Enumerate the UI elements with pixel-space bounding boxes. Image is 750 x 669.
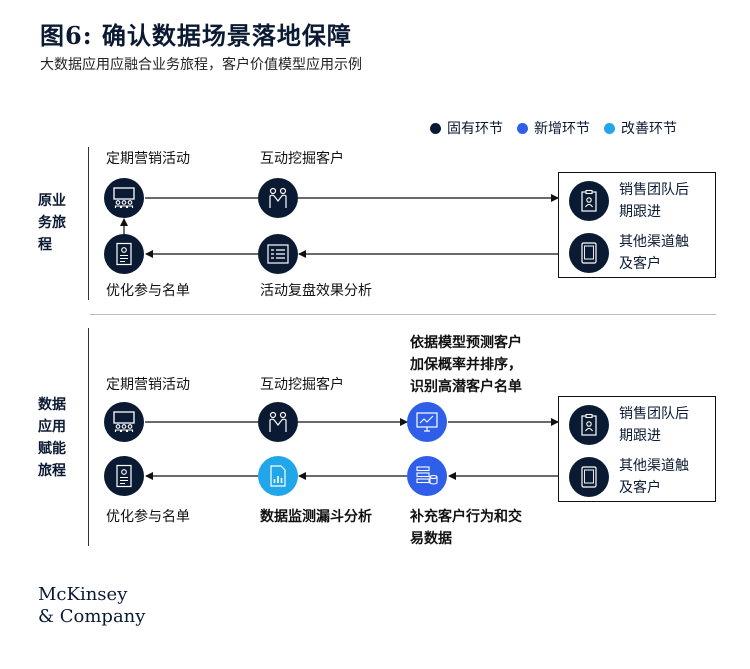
s2-optimize-node [104, 456, 144, 496]
tablet-icon [581, 242, 597, 264]
legend-item-inherent: 固有环节 [430, 118, 503, 138]
section2-label-line: 旅程 [38, 463, 66, 479]
s1-box-item-channels: 其他渠道触 及客户 [569, 231, 689, 275]
s1-review-label: 活动复盘效果分析 [260, 283, 372, 299]
s2-predict-line: 加保概率并排序， [410, 357, 522, 373]
section2-label: 数据 应用 赋能 旅程 [38, 394, 66, 482]
s1-box-channels-text: 其他渠道触 及客户 [619, 231, 689, 275]
legend-label-inherent: 固有环节 [447, 121, 503, 137]
s1-box-item-sales: 销售团队后 期跟进 [569, 179, 689, 223]
section2-label-line: 应用 [38, 419, 66, 435]
s1-marketing-node [104, 178, 144, 218]
bar-chart-document-icon [270, 465, 286, 487]
presentation-audience-icon [113, 411, 135, 432]
s1-review-node [258, 234, 298, 274]
monitor-chart-icon [416, 412, 438, 432]
s1-optimize-node [104, 234, 144, 274]
s2-box-channels-line: 其他渠道触 [619, 458, 689, 474]
s2-box-sales-line: 销售团队后 [619, 406, 689, 422]
s1-box-channels-line: 及客户 [619, 256, 661, 272]
s1-marketing-label: 定期营销活动 [106, 151, 190, 167]
s2-predict-node [407, 402, 447, 442]
presentation-audience-icon [113, 187, 135, 208]
legend-label-improved: 改善环节 [621, 121, 677, 137]
s1-mining-node [258, 178, 298, 218]
s2-predict-line: 识别高潜客户名单 [410, 379, 522, 395]
s2-mining-node [258, 402, 298, 442]
section2-rule [88, 328, 89, 546]
page-subtitle: 大数据应用应融合业务旅程，客户价值模型应用示例 [40, 57, 362, 73]
brand-line: McKinsey [38, 584, 128, 605]
section1-label-line: 原业 [38, 193, 66, 209]
legend-dot-inherent [430, 122, 441, 134]
s1-followup-box: 销售团队后 期跟进 其他渠道触 及客户 [558, 172, 716, 278]
clipboard-person-icon [581, 189, 597, 212]
s2-marketing-node [104, 402, 144, 442]
section1-label-line: 务旅 [38, 215, 66, 231]
s2-box-item-channels: 其他渠道触 及客户 [569, 455, 689, 499]
s2-box-sales-text: 销售团队后 期跟进 [619, 403, 689, 447]
s2-box-sales-node [569, 405, 609, 445]
s2-supplement-node [407, 456, 447, 496]
s2-mining-label: 互动挖掘客户 [260, 377, 344, 393]
section1-label-line: 程 [38, 237, 52, 253]
s2-box-channels-line: 及客户 [619, 480, 661, 496]
s2-funnel-node [258, 456, 298, 496]
section-divider [90, 314, 716, 315]
mckinsey-logo: McKinsey & Company [38, 584, 145, 628]
s1-box-sales-line: 期跟进 [619, 204, 661, 220]
s2-supplement-line: 补充客户行为和交 [410, 509, 522, 525]
database-list-icon [416, 466, 438, 485]
s2-supplement-label: 补充客户行为和交 易数据 [410, 506, 522, 550]
section2-label-line: 数据 [38, 397, 66, 413]
s2-box-channels-text: 其他渠道触 及客户 [619, 455, 689, 499]
profile-list-icon [116, 464, 132, 488]
section2-label-line: 赋能 [38, 441, 66, 457]
s2-predict-line: 依据模型预测客户 [410, 335, 522, 351]
s2-funnel-label: 数据监测漏斗分析 [260, 509, 372, 525]
legend-item-improved: 改善环节 [604, 118, 677, 138]
page-title: 图6: 确认数据场景落地保障 [40, 21, 352, 50]
s2-marketing-label: 定期营销活动 [106, 377, 190, 393]
tablet-icon [581, 466, 597, 488]
s2-box-channels-node [569, 457, 609, 497]
handshake-people-icon [269, 411, 287, 432]
s1-box-sales-node [569, 181, 609, 221]
legend-label-new: 新增环节 [534, 121, 590, 137]
s1-box-sales-text: 销售团队后 期跟进 [619, 179, 689, 223]
s1-box-channels-node [569, 233, 609, 273]
s1-box-channels-line: 其他渠道触 [619, 234, 689, 250]
brand-line: & Company [38, 606, 146, 627]
s2-optimize-label: 优化参与名单 [106, 509, 190, 525]
s2-box-sales-line: 期跟进 [619, 428, 661, 444]
legend-item-new: 新增环节 [517, 118, 590, 138]
section1-label: 原业 务旅 程 [38, 190, 66, 256]
s1-optimize-label: 优化参与名单 [106, 283, 190, 299]
s2-box-item-sales: 销售团队后 期跟进 [569, 403, 689, 447]
section1-rule [88, 147, 89, 300]
s2-supplement-line: 易数据 [410, 531, 452, 547]
s2-followup-box: 销售团队后 期跟进 其他渠道触 及客户 [558, 396, 716, 502]
checklist-icon [267, 244, 289, 264]
legend-dot-improved [604, 122, 615, 134]
legend: 固有环节 新增环节 改善环节 [430, 118, 677, 138]
clipboard-person-icon [581, 413, 597, 436]
s2-predict-label: 依据模型预测客户 加保概率并排序， 识别高潜客户名单 [410, 332, 522, 398]
legend-dot-new [517, 122, 528, 134]
s1-box-sales-line: 销售团队后 [619, 182, 689, 198]
s1-mining-label: 互动挖掘客户 [260, 151, 344, 167]
handshake-people-icon [269, 187, 287, 208]
profile-list-icon [116, 242, 132, 266]
